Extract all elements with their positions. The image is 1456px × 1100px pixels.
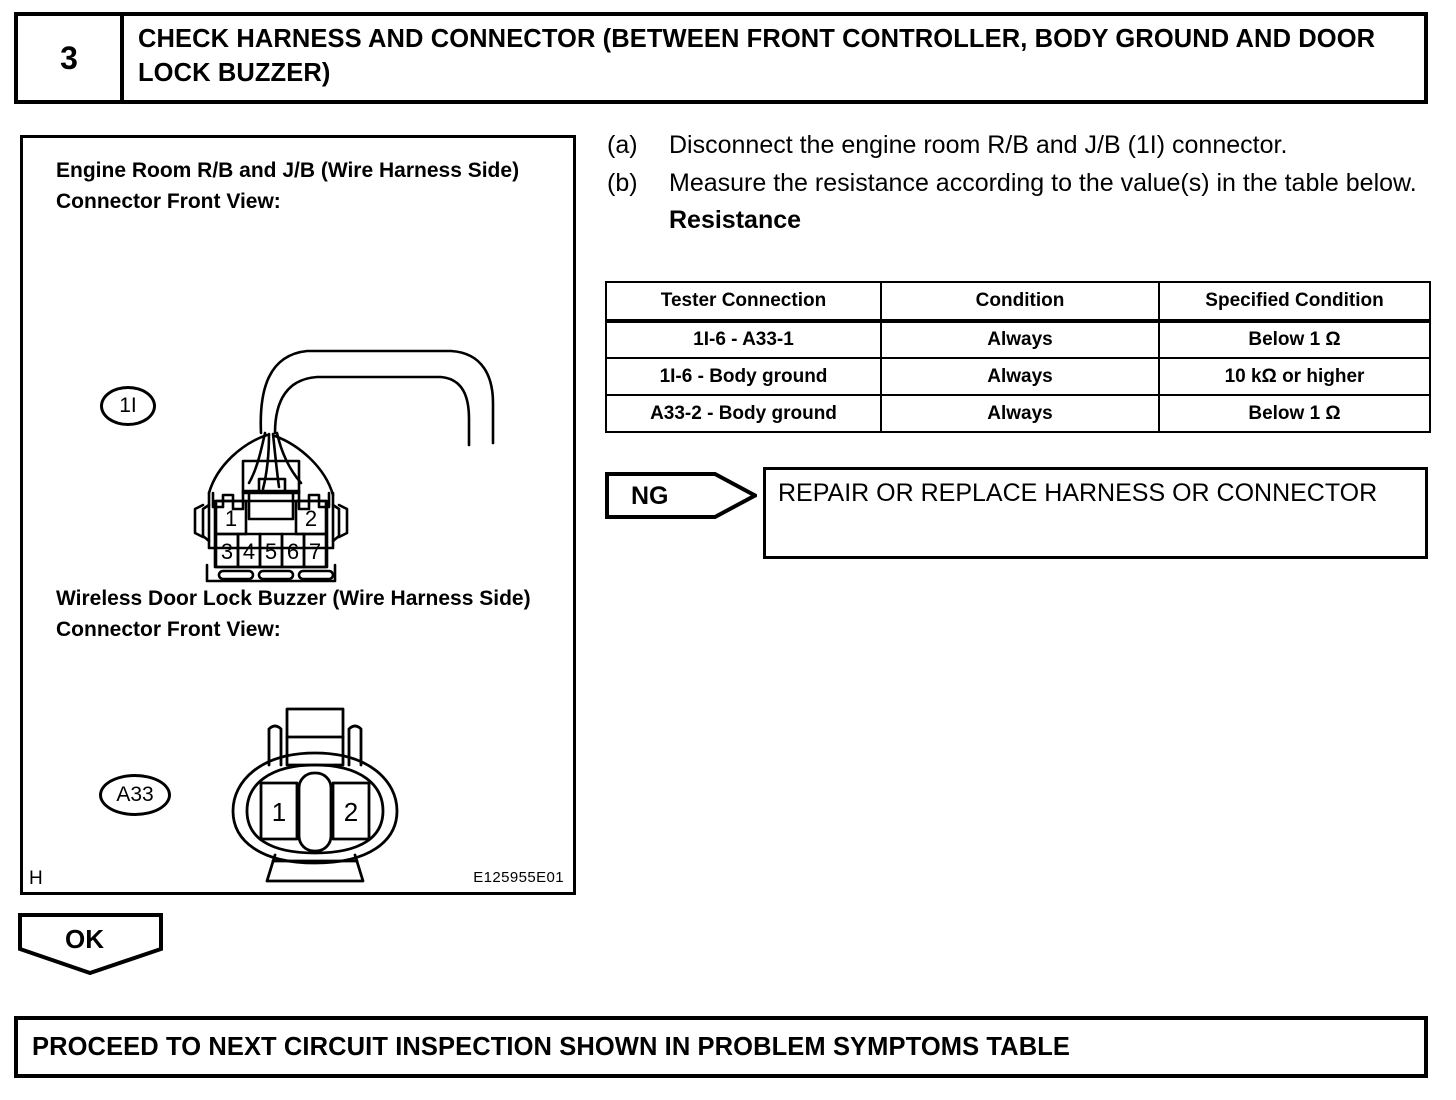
procedure-steps: (a) Disconnect the engine room R/B and J… — [607, 128, 1437, 239]
table-cell-specified-condition: Below 1 Ω — [1158, 320, 1431, 359]
pin-label-1i-3: 3 — [221, 539, 233, 564]
resistance-table: Tester Connection Condition Specified Co… — [605, 281, 1431, 433]
figure-caption-door-lock-buzzer-connector: Wireless Door Lock Buzzer (Wire Harness … — [56, 587, 531, 642]
procedure-item-b: (b) Measure the resistance according to … — [607, 166, 1437, 202]
ok-action-box: PROCEED TO NEXT CIRCUIT INSPECTION SHOWN… — [14, 1016, 1428, 1078]
procedure-item-b-marker: (b) — [607, 168, 638, 197]
step-number: 3 — [18, 16, 124, 100]
table-header-specified-condition: Specified Condition — [1158, 281, 1431, 323]
pin-label-1i-7: 7 — [309, 539, 321, 564]
procedure-item-a: (a) Disconnect the engine room R/B and J… — [607, 128, 1437, 164]
table-cell-condition: Always — [880, 357, 1160, 396]
resistance-subheading: Resistance — [669, 206, 802, 234]
connector-diagram-a33: 1 2 — [231, 707, 399, 883]
table-cell-specified-condition: Below 1 Ω — [1158, 394, 1431, 433]
table-header-row: Tester Connection Condition Specified Co… — [605, 281, 1431, 323]
step-header: 3 CHECK HARNESS AND CONNECTOR (BETWEEN F… — [14, 12, 1428, 104]
procedure-item-a-marker: (a) — [607, 131, 638, 159]
table-row: 1I-6 - Body ground Always 10 kΩ or highe… — [605, 357, 1431, 396]
figure-code: E125955E01 — [473, 869, 564, 886]
pin-label-1i-4: 4 — [243, 539, 255, 564]
ng-arrow: NG — [605, 472, 757, 519]
table-cell-specified-condition: 10 kΩ or higher — [1158, 357, 1431, 396]
figure-caption-engine-room-connector: Engine Room R/B and J/B (Wire Harness Si… — [56, 159, 520, 214]
connector-diagram-1i: 1 2 3 4 5 6 7 — [193, 349, 495, 583]
ok-arrow: OK — [18, 913, 163, 975]
table-cell-tester-connection: 1I-6 - A33-1 — [605, 320, 882, 359]
table-row: A33-2 - Body ground Always Below 1 Ω — [605, 394, 1431, 433]
connector-figure-panel: Engine Room R/B and J/B (Wire Harness Si… — [20, 135, 576, 895]
step-title: CHECK HARNESS AND CONNECTOR (BETWEEN FRO… — [138, 25, 1376, 88]
table-cell-tester-connection: 1I-6 - Body ground — [605, 357, 882, 396]
ok-label: OK — [65, 924, 104, 954]
connector-tag-1i: 1I — [100, 386, 156, 426]
pin-label-a33-2: 2 — [344, 797, 358, 827]
pin-label-1i-2: 2 — [305, 506, 317, 531]
table-cell-condition: Always — [880, 320, 1160, 359]
pin-label-1i-6: 6 — [287, 539, 299, 564]
table-header-condition: Condition — [880, 281, 1160, 323]
ng-label: NG — [631, 482, 669, 510]
procedure-item-b-text: Measure the resistance according to the … — [669, 168, 1417, 197]
procedure-item-a-text: Disconnect the engine room R/B and J/B (… — [669, 131, 1288, 159]
table-header-tester-connection: Tester Connection — [605, 281, 882, 323]
ng-action-box: REPAIR OR REPLACE HARNESS OR CONNECTOR — [763, 467, 1428, 559]
table-row: 1I-6 - A33-1 Always Below 1 Ω — [605, 320, 1431, 359]
ng-arrow-shape — [605, 472, 757, 519]
pin-label-a33-1: 1 — [272, 797, 286, 827]
pin-label-1i-1: 1 — [225, 506, 237, 531]
table-cell-condition: Always — [880, 394, 1160, 433]
table-cell-tester-connection: A33-2 - Body ground — [605, 394, 882, 433]
pin-label-1i-5: 5 — [265, 539, 277, 564]
figure-letter: H — [29, 868, 43, 889]
ok-arrow-shape — [18, 913, 163, 975]
connector-tag-a33: A33 — [99, 774, 171, 816]
